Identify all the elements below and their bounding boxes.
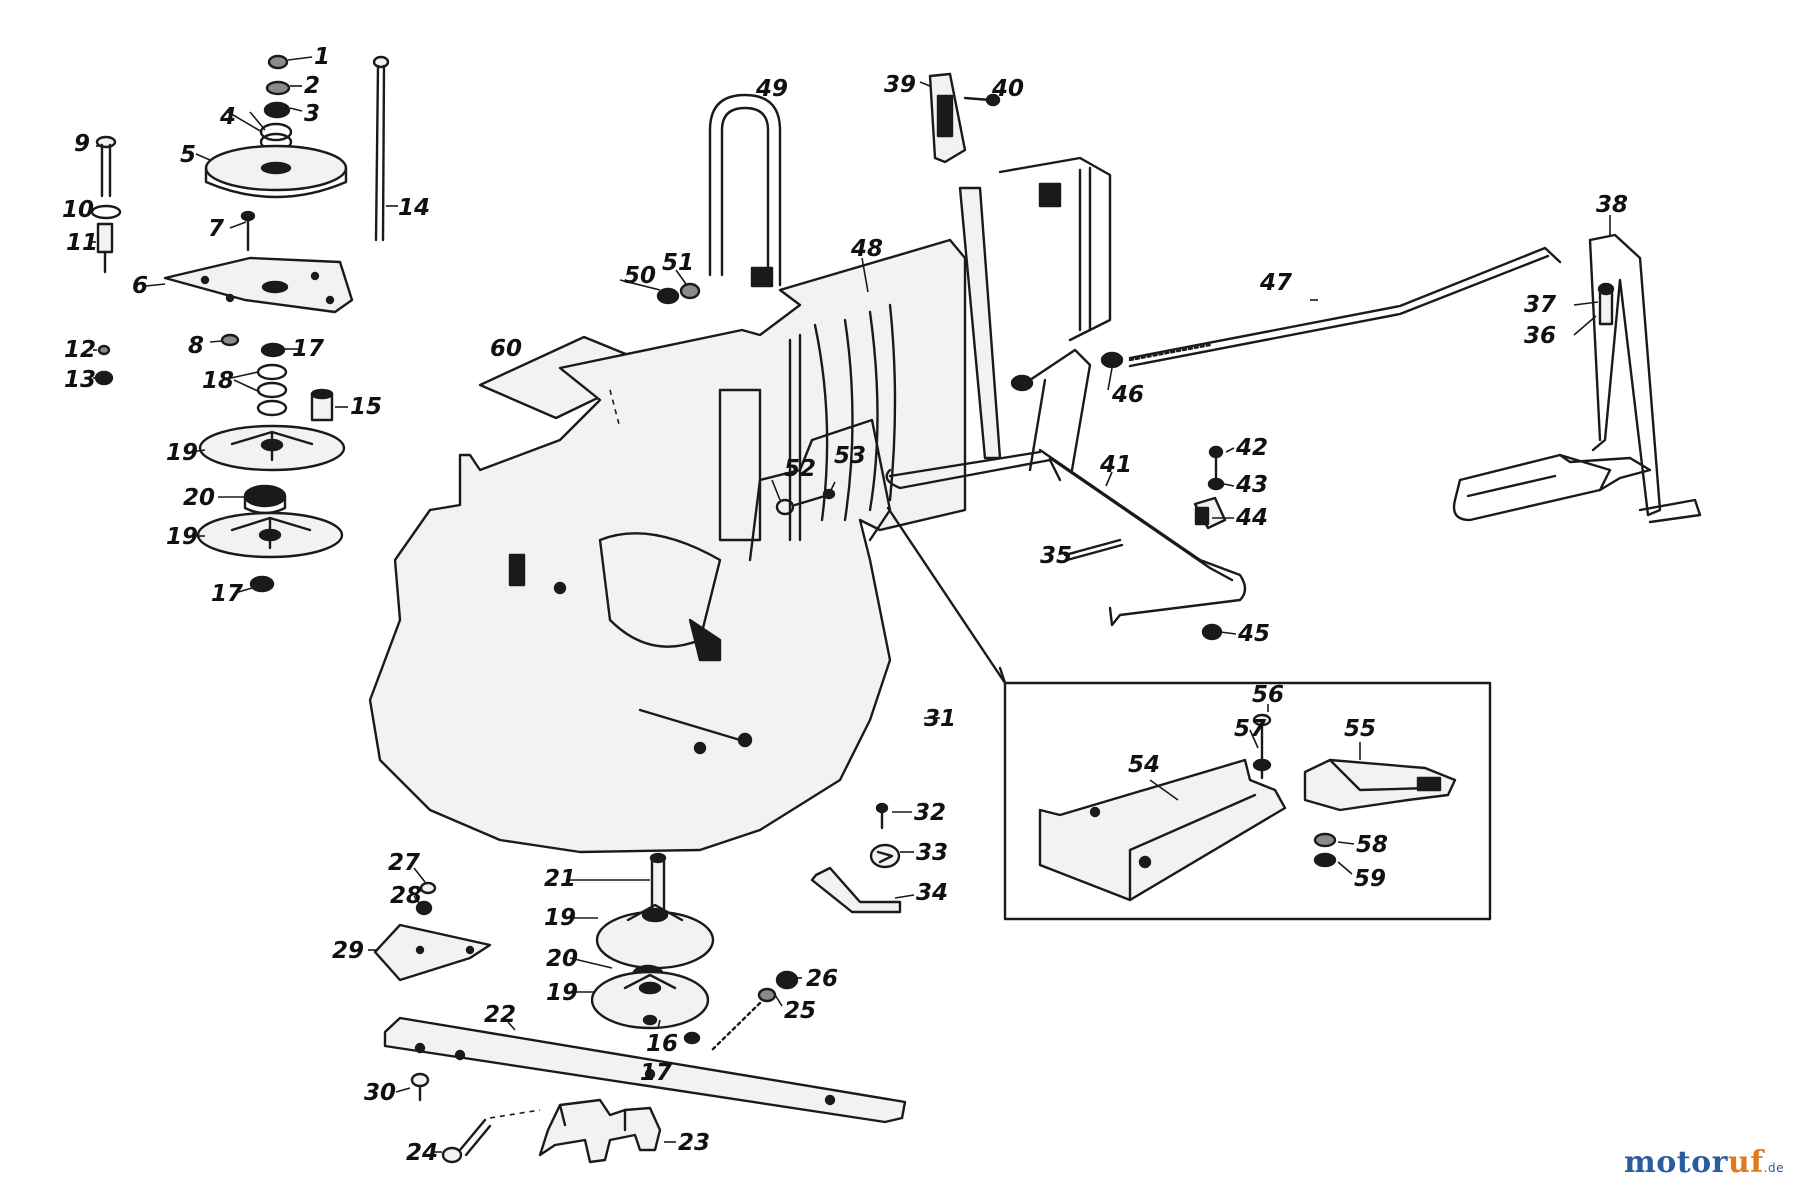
callout-17-lower: 17: [211, 581, 243, 607]
callout-14: 14: [398, 195, 430, 221]
callout-37: 37: [1524, 292, 1556, 318]
callout-20-spindle: 20: [546, 946, 578, 972]
callout-31: 31: [924, 706, 956, 732]
clamp-bolt: [1193, 445, 1227, 530]
callout-1: 1: [314, 44, 330, 70]
callout-20: 20: [183, 485, 215, 511]
watermark-logo: motoruf.de: [1624, 1145, 1784, 1180]
spindle-and-blade: [383, 852, 907, 1124]
callout-44: 44: [1235, 505, 1268, 531]
callout-8: 8: [188, 333, 204, 359]
callout-17-blade: 17: [640, 1060, 672, 1086]
mower-deck-housing: [368, 238, 967, 854]
watermark-part-2: uf: [1727, 1145, 1764, 1180]
callout-28: 28: [390, 883, 422, 909]
callout-53: 53: [834, 443, 866, 469]
callout-54: 54: [1128, 752, 1160, 778]
callout-48: 48: [850, 236, 883, 262]
callout-56: 56: [1252, 682, 1284, 708]
callout-45: 45: [1237, 621, 1270, 647]
callout-19-spindle: 19: [544, 905, 576, 931]
callout-16: 16: [646, 1031, 678, 1057]
washers-46: [1010, 351, 1124, 392]
callout-18: 18: [202, 368, 234, 394]
callout-21: 21: [544, 866, 576, 892]
callout-26: 26: [806, 966, 838, 992]
callout-25: 25: [784, 998, 816, 1024]
small-nut: [94, 344, 114, 386]
callout-38: 38: [1596, 192, 1628, 218]
callout-3: 3: [304, 101, 320, 127]
callout-19: 19: [166, 440, 198, 466]
callout-40: 40: [991, 76, 1024, 102]
callout-labels: 1 2 3 4 5 6 7 8 9 10 11 12 13 14 15 17 1…: [62, 44, 1628, 1166]
long-rod: [372, 55, 390, 242]
callout-30: 30: [364, 1080, 396, 1106]
callout-50: 50: [624, 263, 656, 289]
small-plate: [373, 881, 492, 982]
u-bracket: [708, 93, 782, 288]
watermark-part-3: .de: [1763, 1161, 1784, 1175]
blade-clamp: [441, 1098, 662, 1164]
callout-32: 32: [914, 800, 946, 826]
parts-32-34: [810, 802, 902, 914]
callout-36: 36: [1524, 323, 1556, 349]
pin-35: [1063, 538, 1124, 562]
callout-7: 7: [208, 216, 224, 242]
callout-58: 58: [1356, 832, 1388, 858]
pulley-stack: [163, 54, 354, 593]
callout-34: 34: [916, 880, 948, 906]
callout-19-lower: 19: [166, 524, 198, 550]
callout-12: 12: [64, 337, 96, 363]
callout-35: 35: [1040, 543, 1072, 569]
callout-47: 47: [1259, 270, 1292, 296]
callout-15: 15: [350, 394, 382, 420]
callout-60: 60: [490, 336, 522, 362]
callout-42: 42: [1235, 435, 1268, 461]
slotted-plate: [928, 72, 1001, 164]
callout-29: 29: [332, 938, 364, 964]
callout-9: 9: [74, 131, 90, 157]
inset-detail-box: [886, 506, 1492, 921]
callout-39: 39: [884, 72, 916, 98]
callout-13: 13: [64, 367, 96, 393]
callout-27: 27: [388, 850, 420, 876]
callout-17: 17: [292, 336, 324, 362]
callout-11: 11: [66, 230, 98, 256]
bolt-and-sleeve: [90, 135, 122, 274]
nut-45: [1201, 623, 1223, 641]
callout-19-spindle-lower: 19: [546, 980, 578, 1006]
nuts-25-26: [710, 970, 799, 1052]
callout-10: 10: [62, 197, 94, 223]
threaded-rod: [1128, 246, 1562, 368]
callout-22: 22: [484, 1002, 516, 1028]
callout-5: 5: [180, 142, 196, 168]
stand-frame: [1452, 233, 1702, 524]
callout-2: 2: [304, 73, 320, 99]
callout-49: 49: [755, 76, 788, 102]
callout-46: 46: [1111, 382, 1144, 408]
callout-59: 59: [1354, 866, 1386, 892]
callout-41: 41: [1099, 452, 1132, 478]
callout-33: 33: [916, 840, 948, 866]
spacer-sleeve: [310, 388, 334, 422]
handle-frame: [885, 156, 1247, 627]
callout-55: 55: [1344, 716, 1376, 742]
watermark-part-1: motor: [1624, 1145, 1728, 1180]
callout-52: 52: [784, 456, 816, 482]
callout-4: 4: [219, 104, 236, 130]
callout-57: 57: [1234, 716, 1266, 742]
callout-51: 51: [662, 250, 694, 276]
bolt-30: [410, 1072, 430, 1102]
callout-43: 43: [1235, 472, 1268, 498]
bolt-52-53: [775, 488, 836, 516]
leader-lines: [90, 56, 1611, 1153]
callout-6: 6: [132, 273, 148, 299]
callout-23: 23: [678, 1130, 710, 1156]
nuts-50-51: [656, 282, 701, 305]
callout-24: 24: [406, 1140, 438, 1166]
